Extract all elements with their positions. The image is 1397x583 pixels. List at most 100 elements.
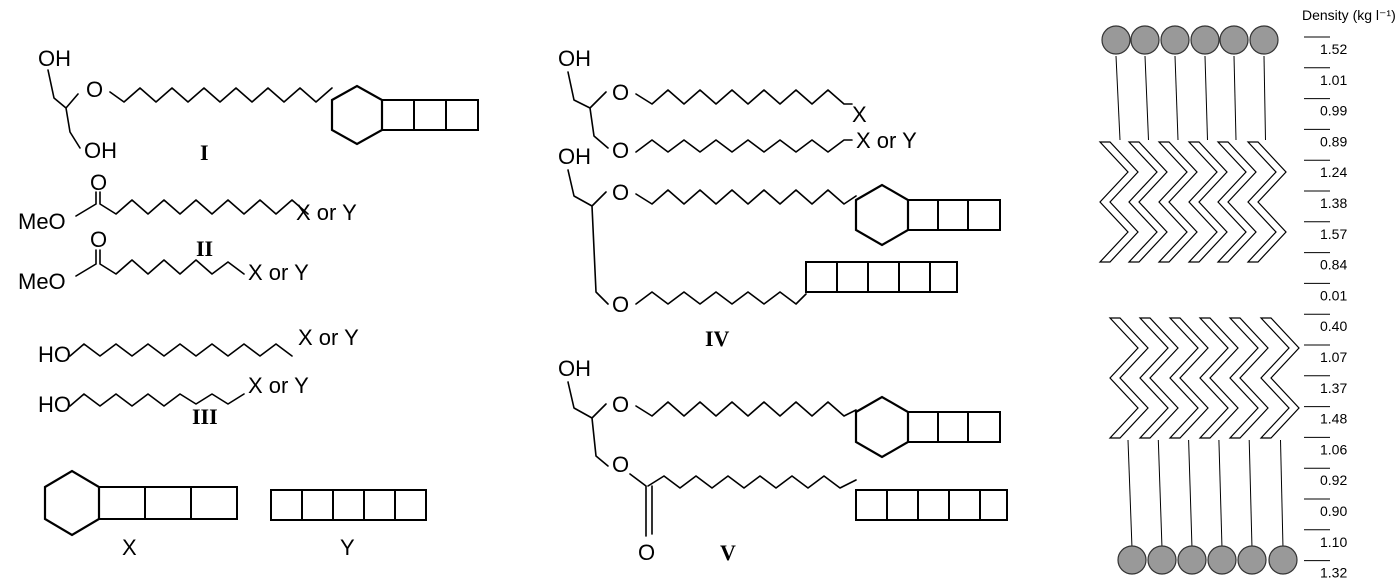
iv-top-chain-1 xyxy=(635,89,853,105)
lipid-tail xyxy=(1098,141,1139,263)
lipid-tether xyxy=(1115,55,1121,141)
compound-iv: OH O O IV xyxy=(558,144,1001,351)
v-carbonyl-o: O xyxy=(638,540,655,565)
iv-chain-lower xyxy=(635,291,807,305)
lipid-tether xyxy=(1174,55,1179,141)
compound-ii: O MeO X or Y II O MeO X or Y xyxy=(18,170,357,294)
compound-iv-top: OH O O X X or Y xyxy=(558,46,917,163)
compound-v: OH O O O V xyxy=(558,356,1008,565)
iv-top-o2: O xyxy=(612,138,629,163)
v-oh: OH xyxy=(558,356,591,381)
density-value: 1.10 xyxy=(1320,534,1347,550)
ii-meo-label-2: MeO xyxy=(18,269,66,294)
i-oh-label: OH xyxy=(38,46,71,71)
i-ring-system xyxy=(330,84,479,146)
lipid-tail xyxy=(1108,317,1149,439)
lipid-tether xyxy=(1263,55,1266,141)
lipid-tether xyxy=(1144,55,1149,141)
v-ester-chain xyxy=(629,473,857,537)
lipid-head xyxy=(1117,545,1147,575)
roman-ii: II xyxy=(196,236,213,261)
lipid-head xyxy=(1190,25,1220,55)
density-value: 0.90 xyxy=(1320,503,1347,519)
iv-y-system xyxy=(805,261,958,293)
lipid-tether xyxy=(1204,55,1208,141)
compound-iii: HO X or Y HO X or Y III xyxy=(38,325,359,429)
ii-carbonyl-o-2: O xyxy=(90,227,107,252)
lipid-tether xyxy=(1218,439,1223,549)
legend-x: X xyxy=(43,469,238,560)
lipid-head xyxy=(1130,25,1160,55)
iv-glycerol xyxy=(567,169,609,305)
v-y-system xyxy=(855,489,1008,521)
roman-iii: III xyxy=(192,404,218,429)
lipid-head xyxy=(1207,545,1237,575)
lipid-tether xyxy=(1127,439,1133,549)
i-ether-o: O xyxy=(86,77,103,102)
v-o2: O xyxy=(612,452,629,477)
i-alkyl-chain xyxy=(109,87,333,103)
density-value: 0.40 xyxy=(1320,318,1347,334)
roman-i: I xyxy=(200,140,209,165)
density-value: 1.48 xyxy=(1320,411,1347,427)
density-value: 0.84 xyxy=(1320,257,1347,273)
ii-chain-a xyxy=(75,191,309,217)
density-value: 1.38 xyxy=(1320,195,1347,211)
legend-x-label: X xyxy=(122,535,137,560)
lipid-head xyxy=(1219,25,1249,55)
lipid-tail xyxy=(1138,317,1179,439)
legend-y: Y xyxy=(270,489,427,560)
lipid-tether xyxy=(1248,439,1253,549)
lipid-head xyxy=(1147,545,1177,575)
density-value: 1.07 xyxy=(1320,349,1347,365)
density-title: Density (kg l⁻¹) xyxy=(1302,7,1396,23)
lipid-tail xyxy=(1216,141,1257,263)
i-oh-label-2: OH xyxy=(84,138,117,163)
density-value: 1.06 xyxy=(1320,441,1347,457)
iii-xy-label-a: X or Y xyxy=(298,325,359,350)
lipid-tether xyxy=(1157,439,1163,549)
density-value: 1.37 xyxy=(1320,380,1347,396)
lipid-head xyxy=(1268,545,1298,575)
iv-top-glycerol xyxy=(567,71,609,149)
v-ring-system xyxy=(854,395,1001,459)
density-list: 1.521.010.990.891.241.381.570.840.010.40… xyxy=(1304,36,1347,581)
ii-xy-label-b: X or Y xyxy=(248,260,309,285)
iv-top-o1: O xyxy=(612,80,629,105)
density-value: 0.89 xyxy=(1320,133,1347,149)
iv-top-xy: X or Y xyxy=(856,128,917,153)
iii-ho-label-2: HO xyxy=(38,392,71,417)
lipid-tail xyxy=(1127,141,1168,263)
lipid-head xyxy=(1101,25,1131,55)
v-glycerol xyxy=(567,381,609,467)
density-value: 0.01 xyxy=(1320,287,1347,303)
compound-i: OH O OH I xyxy=(38,46,479,165)
density-value: 0.92 xyxy=(1320,472,1347,488)
density-scale: Density (kg l⁻¹) 1.521.010.990.891.241.3… xyxy=(1302,7,1396,581)
ii-meo-label: MeO xyxy=(18,209,66,234)
iii-chain-a xyxy=(69,343,293,357)
lipid-head xyxy=(1237,545,1267,575)
lipid-tail xyxy=(1187,141,1228,263)
iv-top-oh: OH xyxy=(558,46,591,71)
iii-xy-label-b: X or Y xyxy=(248,373,309,398)
lipid-tether xyxy=(1233,55,1237,141)
lipid-head xyxy=(1249,25,1279,55)
ii-chain-b xyxy=(75,249,245,277)
lipid-tail xyxy=(1228,317,1269,439)
density-value: 0.99 xyxy=(1320,103,1347,119)
lipid-tail xyxy=(1157,141,1198,263)
lipid-tail xyxy=(1246,141,1287,263)
lipid-tail xyxy=(1198,317,1239,439)
iv-o2: O xyxy=(612,292,629,317)
v-chain-upper xyxy=(635,401,857,417)
roman-iv: IV xyxy=(705,326,730,351)
density-value: 1.57 xyxy=(1320,226,1347,242)
iv-oh: OH xyxy=(558,144,591,169)
lipid-tether xyxy=(1280,439,1284,549)
iv-o1: O xyxy=(612,180,629,205)
iv-top-x: X xyxy=(852,102,867,127)
lipid-tail xyxy=(1259,317,1300,439)
i-glycerol-bonds xyxy=(47,69,81,149)
